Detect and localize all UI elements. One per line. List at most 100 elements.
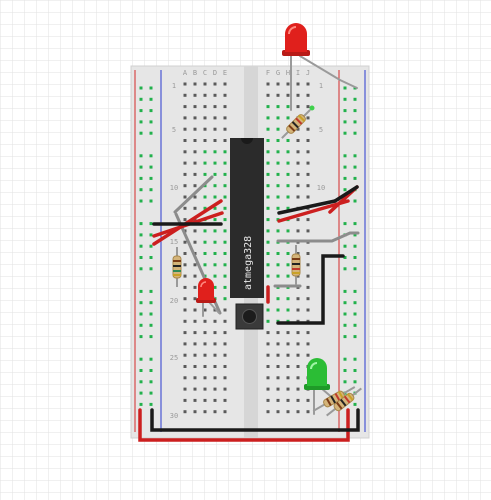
led-red-left[interactable] [196,278,216,303]
breadboard-hole [193,229,197,233]
rail-hole [139,97,143,101]
rail-hole [139,188,143,192]
wire-left-gray-1 [173,175,214,214]
breadboard-hole [183,263,187,267]
breadboard-hole [213,195,217,199]
breadboard-hole [193,365,197,368]
breadboard-hole [193,342,197,346]
rail-hole [149,165,153,169]
row-number-20: 20 [170,297,178,305]
breadboard-hole [203,161,207,165]
breadboard-hole [296,387,300,391]
breadboard-hole [286,184,290,188]
breadboard-hole [306,229,310,233]
breadboard-hole [223,127,227,131]
breadboard-hole [266,172,270,176]
breadboard-holes [139,82,357,414]
rail-hole [139,357,143,361]
row-number-5-right: 5 [319,126,323,134]
breadboard-hole [276,263,280,267]
column-letter-i: I [296,69,300,77]
led-red-top[interactable] [282,23,310,56]
breadboard-hole [286,82,290,86]
breadboard-hole [306,150,310,154]
column-letters: A B C D E F G H I J [183,69,310,77]
breadboard-hole [193,274,197,278]
pushbutton[interactable] [235,303,264,330]
breadboard-hole [193,410,197,414]
breadboard-hole [203,331,207,335]
resistor-bottom-a[interactable] [311,384,357,415]
breadboard-hole [276,195,280,199]
breadboard-hole [296,172,300,176]
breadboard-hole [183,353,187,357]
breadboard-hole [223,116,227,120]
resistor-bottom-b[interactable] [324,385,364,418]
resistor-left[interactable] [172,247,182,287]
rail-hole [353,131,357,135]
breadboard-hole [286,172,290,176]
breadboard-hole [183,161,187,165]
breadboard-hole [296,127,300,131]
resistor-top[interactable] [279,107,313,141]
breadboard-hole [193,285,197,289]
breadboard-hole [286,195,290,199]
breadboard-hole [193,331,197,335]
breadboard-hole [266,387,270,391]
breadboard-hole [286,398,290,402]
led-green[interactable] [304,358,330,390]
breadboard-hole [296,353,300,357]
breadboard-hole [296,252,300,255]
breadboard-hole [223,150,227,154]
breadboard-hole [276,387,280,391]
breadboard-hole [306,252,310,255]
row-number-15: 15 [170,238,178,246]
breadboard-hole [213,116,217,120]
breadboard-hole [306,285,310,289]
breadboard-hole [223,274,227,278]
breadboard-hole [276,150,280,154]
breadboard-hole [203,410,207,414]
breadboard-hole [266,184,270,188]
breadboard-hole [306,184,310,188]
rail-hole [353,267,357,271]
breadboard-hole [296,105,300,109]
breadboard-hole [223,376,227,380]
breadboard-hole [266,274,270,278]
breadboard-hole [223,184,227,188]
breadboard-hole [223,206,227,210]
breadboard-hole [193,184,197,188]
breadboard-hole [266,319,270,323]
breadboard-hole [286,297,290,301]
breadboard-hole [306,82,310,86]
rail-hole [343,109,347,113]
breadboard-hole [193,387,197,391]
resistor-mid[interactable] [291,245,301,285]
breadboard-hole [203,184,207,188]
breadboard-hole [183,240,187,244]
rail-hole [343,244,347,248]
breadboard-hole [266,331,270,335]
breadboard-hole [193,172,197,176]
breadboard-hole [306,353,310,357]
breadboard-hole [203,139,207,142]
breadboard-hole [266,218,270,222]
breadboard-hole [213,376,217,380]
breadboard-hole [193,93,197,97]
rail-hole [353,222,357,226]
rail-hole [149,222,153,226]
breadboard-hole [203,150,207,154]
rail-hole [353,289,357,293]
rail-hole [353,380,357,384]
rail-hole [149,109,153,113]
breadboard-hole [276,127,280,131]
atmega328-chip[interactable]: atmega328 [230,138,264,298]
breadboard-hole [306,139,310,142]
breadboard-hole [223,105,227,109]
breadboard-hole [266,195,270,199]
breadboard-hole [213,365,217,368]
breadboard-hole [213,285,217,289]
breadboard-hole [183,184,187,188]
breadboard-hole [276,161,280,165]
